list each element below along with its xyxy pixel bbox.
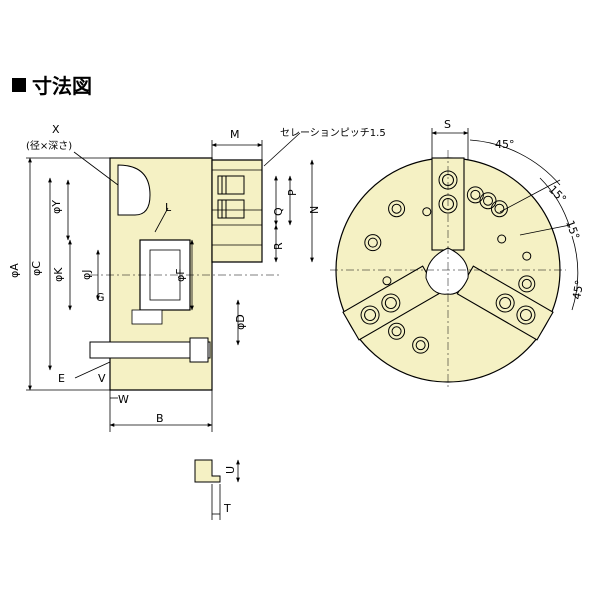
mounting-holes	[364, 186, 536, 354]
label-T: T	[223, 502, 231, 515]
mount-hole-inner	[494, 203, 505, 214]
label-angle-2: 15°	[546, 183, 569, 206]
label-X-note: (径×深さ)	[26, 139, 72, 152]
label-U: U	[224, 466, 237, 474]
label-R: R	[272, 242, 285, 250]
label-A: φA	[8, 263, 21, 278]
label-F: φF	[174, 268, 187, 282]
mount-hole	[522, 251, 532, 261]
label-serration: セレーションピッチ1.5	[280, 127, 386, 139]
label-L: L	[165, 201, 172, 214]
label-P: P	[286, 189, 299, 196]
label-X: X	[52, 123, 60, 136]
label-W: W	[118, 393, 129, 406]
label-M: M	[230, 128, 240, 141]
mount-hole	[422, 207, 432, 217]
heading-square-icon	[12, 77, 26, 92]
mount-hole	[490, 200, 508, 218]
mount-hole	[382, 276, 392, 286]
front-dimension-lines	[431, 128, 579, 311]
label-Q: Q	[272, 207, 285, 216]
side-view	[89, 157, 280, 483]
label-E: E	[58, 372, 65, 385]
heading-title: 寸法図	[32, 74, 92, 98]
side-labels: X (径×深さ) M セレーションピッチ1.5 L φA φC φY φK φJ…	[8, 123, 386, 515]
jaw-side	[211, 159, 263, 263]
mount-hole-inner	[521, 278, 532, 289]
label-K: φK	[52, 267, 65, 282]
jaw-2	[456, 265, 554, 341]
mount-hole	[364, 234, 382, 252]
mount-hole	[388, 322, 406, 340]
mount-hole	[497, 234, 507, 244]
mount-hole	[466, 186, 484, 204]
side-dimension-lines	[26, 132, 314, 520]
section-heading: 寸法図	[12, 70, 92, 99]
mount-hole-inner	[415, 340, 426, 351]
mount-hole-inner	[391, 326, 402, 337]
label-angle-3: 15°	[563, 219, 582, 242]
mount-hole	[518, 275, 536, 293]
label-C: φC	[30, 261, 43, 276]
mount-hole-inner	[483, 195, 493, 206]
label-J: φJ	[80, 269, 93, 280]
mount-hole	[388, 200, 406, 218]
label-V: V	[98, 372, 106, 385]
label-D: φD	[234, 314, 247, 330]
mount-hole-inner	[391, 203, 402, 214]
label-S: S	[444, 118, 451, 131]
jaw-screws	[217, 175, 245, 219]
label-N: N	[308, 206, 321, 214]
mount-hole	[412, 336, 430, 354]
front-view	[330, 150, 566, 390]
mount-hole-inner	[470, 189, 481, 200]
label-angle-1: 45°	[495, 138, 515, 151]
label-G: G	[96, 291, 105, 304]
label-Y: φY	[50, 200, 63, 214]
mount-hole-inner	[367, 237, 378, 248]
jaw-serration	[212, 169, 262, 246]
label-angle-4: 45°	[570, 279, 586, 300]
mount-hole	[479, 192, 497, 210]
label-B: B	[156, 412, 164, 425]
